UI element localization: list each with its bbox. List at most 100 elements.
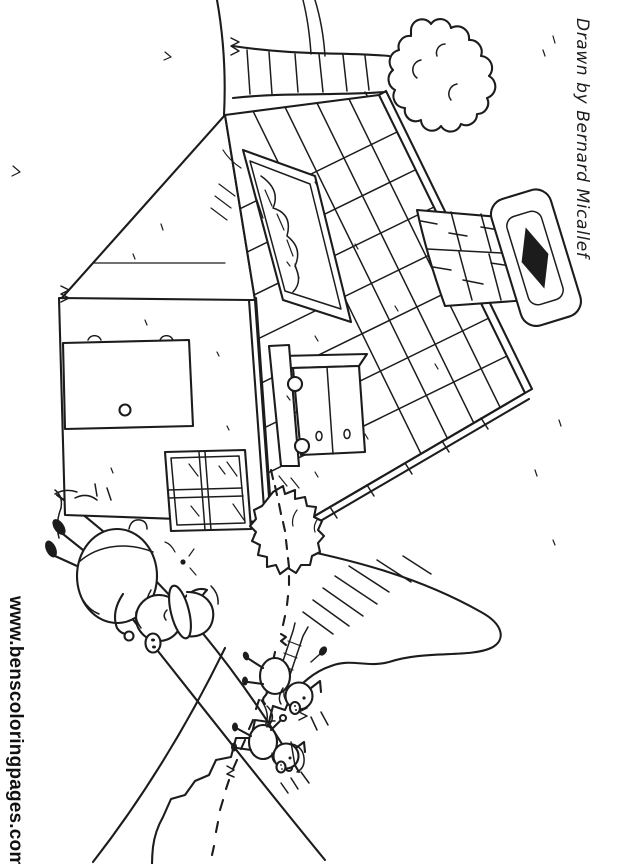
roof-speckles [286, 181, 439, 478]
gable-side-wall [58, 113, 257, 302]
fly-wing-marks [164, 541, 197, 576]
large-pig-hand [123, 630, 135, 642]
fly [180, 559, 186, 565]
bundle-pig-ear [309, 679, 323, 694]
large-pig-legs [53, 532, 85, 568]
cap-pig-mouth [271, 752, 275, 763]
bundle-pig-motion-lines [310, 711, 329, 731]
shelf-peg-left [286, 375, 304, 393]
bundle-pig-arm [278, 687, 284, 705]
bundle-pig-mouth [283, 691, 288, 703]
bundle-pig-body [258, 656, 292, 696]
doorknob [118, 403, 132, 417]
cap-pig-nostril-b [281, 768, 283, 770]
bush-detail [278, 475, 318, 533]
large-pig-tail [128, 519, 148, 530]
large-pig-motion-lines [54, 483, 219, 605]
sky-speckles [534, 35, 562, 546]
rake-shingle-ticks [296, 417, 489, 538]
artist-credit: Drawn by Bernard Micallef [572, 18, 592, 261]
cap-pig-cap [290, 741, 305, 773]
hay-strands [256, 189, 300, 279]
shingle-course-lines [252, 98, 525, 538]
bundle-pig-snout [288, 700, 302, 716]
shelf-peg-right [293, 437, 311, 455]
tree-trunk [231, 44, 391, 100]
large-pig-eye [163, 609, 168, 621]
tree-base-grass [230, 37, 240, 56]
eave-line [254, 296, 274, 526]
bundle-pig-legs [246, 657, 265, 686]
flue-opening [521, 227, 549, 289]
bush [248, 475, 326, 576]
drawer-knob-top [343, 428, 351, 440]
cap-pig-snout [275, 760, 287, 774]
front-door [61, 334, 195, 431]
large-pig-mouth [135, 611, 142, 629]
window-inner-frame [170, 455, 246, 526]
bundle-pig-nostril-b [295, 709, 297, 711]
large-pig-body [75, 527, 159, 625]
cap-inner-rim [506, 210, 564, 306]
canopy-detail [412, 43, 458, 101]
cap-pig-eye [288, 756, 292, 760]
large-pig-nostril-right [152, 645, 156, 649]
chimney [415, 188, 582, 327]
bundle-rails [276, 622, 309, 685]
window-cross-bars [167, 451, 244, 531]
small-pig-cap [231, 713, 310, 794]
wall-speckles [110, 223, 230, 474]
large-pig-hat-brim [168, 584, 192, 640]
cottage [57, 89, 582, 546]
rocky-outcrop [150, 694, 293, 864]
cap-pig-hoof-right [231, 742, 237, 752]
large-pig-hoof-front [45, 540, 57, 558]
small-pig-bundle [242, 622, 329, 731]
cap-pig-legs [235, 727, 253, 752]
bundle-pig-hoof-right [242, 676, 248, 686]
bundle-pig-kicked-leg [310, 653, 321, 663]
cap-pig-hoof-left [232, 722, 238, 732]
opening-outer-frame [241, 148, 353, 324]
drawer-divider [326, 366, 334, 455]
rotated-artwork: Drawn by Bernard Micallef www.benscolori… [5, 0, 592, 864]
flying-hat [260, 699, 274, 727]
horizon-line [215, 0, 226, 117]
bundle-pig-hoof-left [242, 651, 250, 661]
rake-edge [275, 391, 531, 546]
tree-canopy [387, 18, 497, 133]
bundle-rungs [277, 640, 302, 680]
wall-shelf-with-drawers [267, 343, 369, 468]
bundle-pig-hoof-kicked [318, 646, 328, 656]
field-check-marks [11, 51, 172, 177]
door-panel [61, 338, 195, 431]
shelf-board [267, 343, 301, 468]
large-pig-arm [113, 592, 129, 636]
bush-outline [248, 484, 326, 576]
large-pig-nostril-left [151, 638, 155, 642]
cap-pig-tail [266, 720, 276, 728]
cap-pig-ear [294, 740, 307, 754]
door-hinges [87, 334, 174, 341]
hay-spill-hatching [210, 149, 242, 221]
hill-hatching [302, 555, 432, 635]
cap-pig-body [247, 723, 279, 761]
chimney-cap [489, 188, 582, 327]
large-pig-hoof-back [52, 519, 66, 535]
cap-pig-motion-lines [280, 771, 310, 794]
opening-inner-frame [249, 160, 342, 310]
bundle-pig-nostril-a [294, 705, 296, 707]
chimney-brick-lines [420, 211, 512, 301]
drawer-knob-bottom [315, 430, 323, 442]
bundle-pig-eye [302, 696, 306, 700]
hayloft-opening [210, 148, 353, 324]
drawer-box [291, 364, 367, 457]
grass-tuft-house-corner [60, 285, 70, 303]
glass-shine-marks [188, 461, 245, 521]
window [163, 448, 253, 533]
trunk-bark-hatching [246, 49, 370, 95]
footpath-dashes [210, 468, 291, 857]
cap-pig-nostril-a [280, 764, 282, 766]
